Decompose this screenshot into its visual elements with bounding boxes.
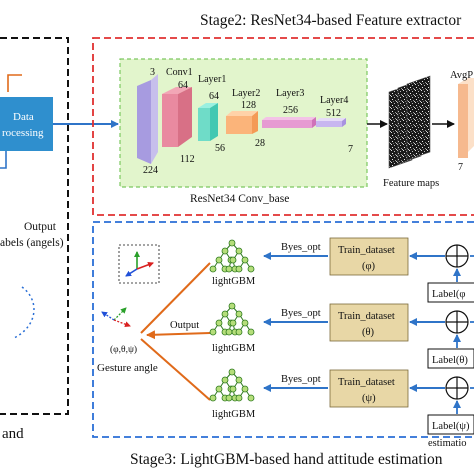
estimation-label: estimatio xyxy=(428,438,467,449)
gesture-angle-label: Gesture angle xyxy=(97,362,158,374)
input-size-label: 224 xyxy=(143,165,158,176)
layer3-depth-label: 256 xyxy=(283,105,298,116)
feature-maps-label: Feature maps xyxy=(383,178,439,189)
label-box xyxy=(427,282,474,303)
left-panel-border xyxy=(0,37,69,415)
sum-node-icon xyxy=(445,244,469,268)
input-block: 3 224 xyxy=(137,67,158,176)
output-arrows xyxy=(140,262,211,401)
label-box xyxy=(427,348,474,369)
conv1-name: Conv1 xyxy=(166,67,193,78)
train-dataset-box xyxy=(329,369,409,408)
train-dataset-angle: (φ) xyxy=(362,261,376,272)
conv1-depth-label: 64 xyxy=(178,80,188,91)
layer1-depth-label: 64 xyxy=(209,91,219,102)
input-connector-blue xyxy=(0,150,7,169)
layer4-block: Layer4 512 7 xyxy=(316,95,353,155)
gesture-angles-text: (φ,θ,ψ) xyxy=(110,344,137,355)
layer4-name: Layer4 xyxy=(320,95,348,106)
label-text: Label(θ) xyxy=(432,355,468,366)
layer4-size-label: 7 xyxy=(348,144,353,155)
layer2-name: Layer2 xyxy=(232,88,260,99)
lightgbm-label: lightGBM xyxy=(212,276,256,287)
output-feedback-curve xyxy=(13,286,35,339)
lightgbm-label: lightGBM xyxy=(212,409,256,420)
layer3-name: Layer3 xyxy=(276,88,304,99)
lightgbm-row-phi: lightGBM Byes_opt Train_dataset (φ) Labe… xyxy=(209,237,474,303)
layer1-block: Layer1 64 56 xyxy=(198,74,226,154)
conv1-size-label: 112 xyxy=(180,154,195,165)
train-dataset-box xyxy=(329,237,409,276)
train-dataset-label: Train_dataset xyxy=(338,245,395,256)
output-label-line2: abels (angels) xyxy=(0,237,64,249)
left-bottom-text: and xyxy=(2,426,24,442)
input-depth-label: 3 xyxy=(150,67,155,78)
layer2-size-label: 28 xyxy=(255,138,265,149)
avgpool-block: AvgP 7 xyxy=(450,70,474,173)
byes-opt-label: Byes_opt xyxy=(281,242,321,253)
train-dataset-angle: (θ) xyxy=(362,327,375,338)
byes-opt-label: Byes_opt xyxy=(281,374,321,385)
train-dataset-label: Train_dataset xyxy=(338,311,395,322)
conv1-block: Conv1 64 112 xyxy=(162,67,195,165)
layer3-block: Layer3 256 xyxy=(262,88,316,128)
sum-node-icon xyxy=(445,310,469,334)
lightgbm-tree-icon xyxy=(209,368,255,402)
train-dataset-angle: (ψ) xyxy=(362,393,376,404)
lightgbm-row-psi: lightGBM Byes_opt Train_dataset (ψ) Labe… xyxy=(209,368,474,435)
lightgbm-label: lightGBM xyxy=(212,343,256,354)
data-processing-line2: rocessing xyxy=(2,127,44,139)
label-text: Label(ψ) xyxy=(432,421,470,432)
left-panel: Data rocessing Output abels (angels) and xyxy=(0,37,69,442)
data-processing-line1: Data xyxy=(13,111,34,123)
layer1-name: Layer1 xyxy=(198,74,226,85)
layer2-depth-label: 128 xyxy=(241,100,256,111)
gesture-angle-axes-icon xyxy=(101,307,131,328)
avgpool-dim-label: 7 xyxy=(458,162,463,173)
train-dataset-label: Train_dataset xyxy=(338,377,395,388)
stage2-title: Stage2: ResNet34-based Feature extractor xyxy=(200,12,462,29)
feature-maps-stack: Feature maps xyxy=(383,75,439,189)
label-box xyxy=(427,414,474,435)
train-dataset-box xyxy=(329,303,409,342)
lightgbm-tree-icon xyxy=(209,302,255,336)
conv-base-label: ResNet34 Conv_base xyxy=(190,193,289,205)
layer1-size-label: 56 xyxy=(215,143,225,154)
byes-opt-label: Byes_opt xyxy=(281,308,321,319)
gesture-axes-icon xyxy=(118,244,160,284)
output-label: Output xyxy=(170,320,199,331)
avgpool-label: AvgP xyxy=(450,70,473,81)
label-text: Label(φ xyxy=(432,289,465,300)
input-connector-orange xyxy=(7,74,22,92)
lightgbm-tree-icon xyxy=(209,239,255,273)
stage3-title: Stage3: LightGBM-based hand attitude est… xyxy=(130,451,443,468)
layer2-block: Layer2 128 28 xyxy=(226,88,265,149)
data-processing-box xyxy=(0,97,53,151)
layer4-depth-label: 512 xyxy=(326,108,341,119)
sum-node-icon xyxy=(445,376,469,400)
stage3-panel xyxy=(92,221,474,438)
output-label-line1: Output xyxy=(24,221,57,233)
stage2-panel xyxy=(92,37,474,216)
lightgbm-row-theta: lightGBM Byes_opt Train_dataset (θ) Labe… xyxy=(209,302,474,369)
